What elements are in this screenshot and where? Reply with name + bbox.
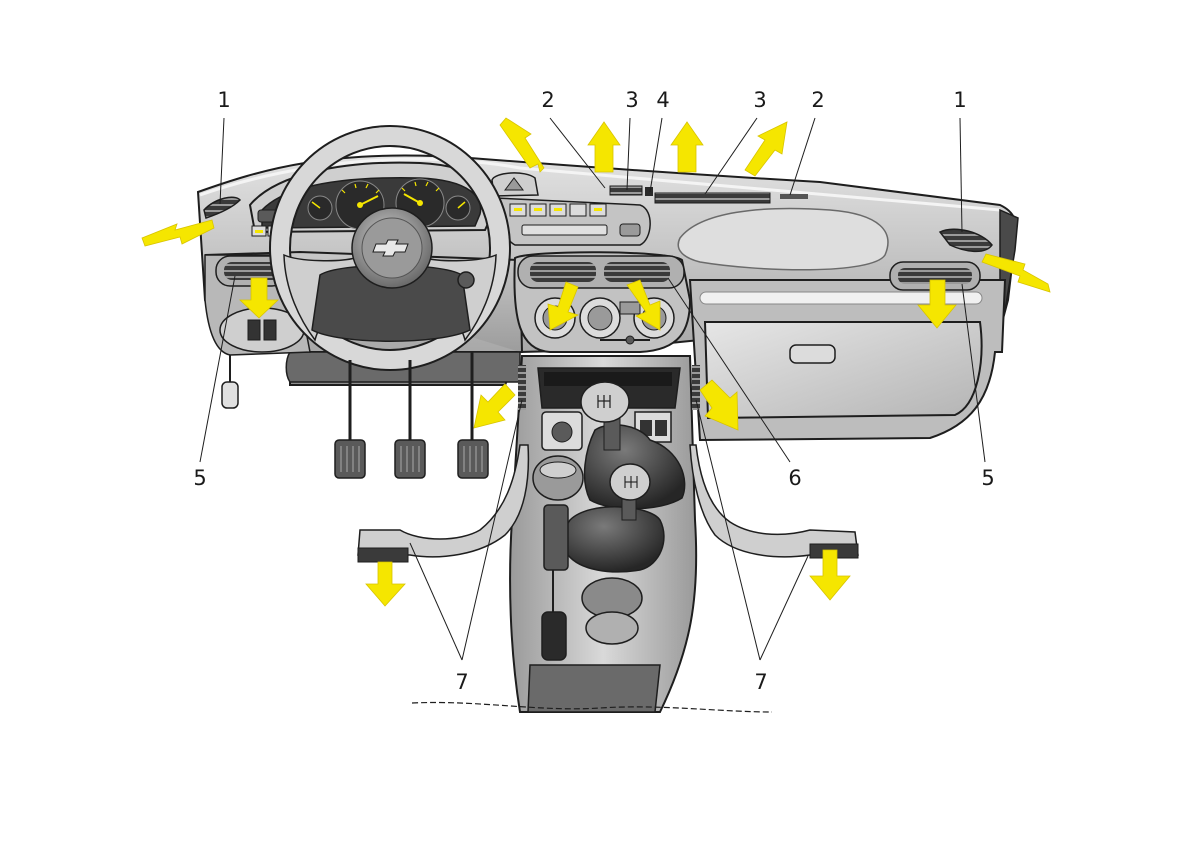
armrest-bin bbox=[528, 665, 660, 712]
airflow-arrow-icon bbox=[366, 562, 405, 606]
clock-display bbox=[620, 224, 640, 236]
temperature-gauge bbox=[446, 196, 470, 220]
callout-5-left: 5 bbox=[193, 466, 206, 490]
footwell-duct-right bbox=[690, 445, 858, 557]
callout-7-right: 7 bbox=[754, 670, 767, 694]
center-switch-row bbox=[510, 204, 606, 216]
footwell-duct-left bbox=[358, 445, 528, 557]
callout-3-left: 3 bbox=[625, 88, 638, 112]
hood-release-lever bbox=[222, 355, 238, 408]
fuel-gauge bbox=[308, 196, 332, 220]
cup-holder bbox=[582, 578, 642, 644]
cigarette-lighter bbox=[552, 422, 572, 442]
ignition-lock bbox=[458, 272, 474, 288]
glove-box-handle bbox=[790, 345, 835, 363]
callout-2-right: 2 bbox=[811, 88, 824, 112]
airflow-arrow-icon bbox=[671, 122, 703, 172]
callout-3-right: 3 bbox=[753, 88, 766, 112]
callout-4: 4 bbox=[656, 88, 669, 112]
callout-1-right: 1 bbox=[953, 88, 966, 112]
callout-6: 6 bbox=[788, 466, 801, 490]
radio-slot bbox=[522, 225, 607, 235]
side-window-slot bbox=[645, 187, 653, 196]
windshield-defroster-vent-left bbox=[610, 186, 642, 195]
transfer-case-boot bbox=[564, 507, 664, 572]
callout-2-left: 2 bbox=[541, 88, 554, 112]
callout-1-left: 1 bbox=[217, 88, 230, 112]
callout-5-right: 5 bbox=[981, 466, 994, 490]
footwell-vent-right bbox=[692, 365, 700, 410]
footwell-vent-left bbox=[518, 365, 526, 410]
airflow-arrow-icon bbox=[745, 122, 787, 176]
glove-box bbox=[705, 322, 982, 418]
airflow-arrow-icon bbox=[588, 122, 620, 172]
callout-7-left: 7 bbox=[455, 670, 468, 694]
gearshift-knob bbox=[581, 382, 629, 422]
windshield-defroster-vent-right bbox=[655, 193, 770, 203]
airflow-arrow-icon bbox=[474, 384, 515, 428]
